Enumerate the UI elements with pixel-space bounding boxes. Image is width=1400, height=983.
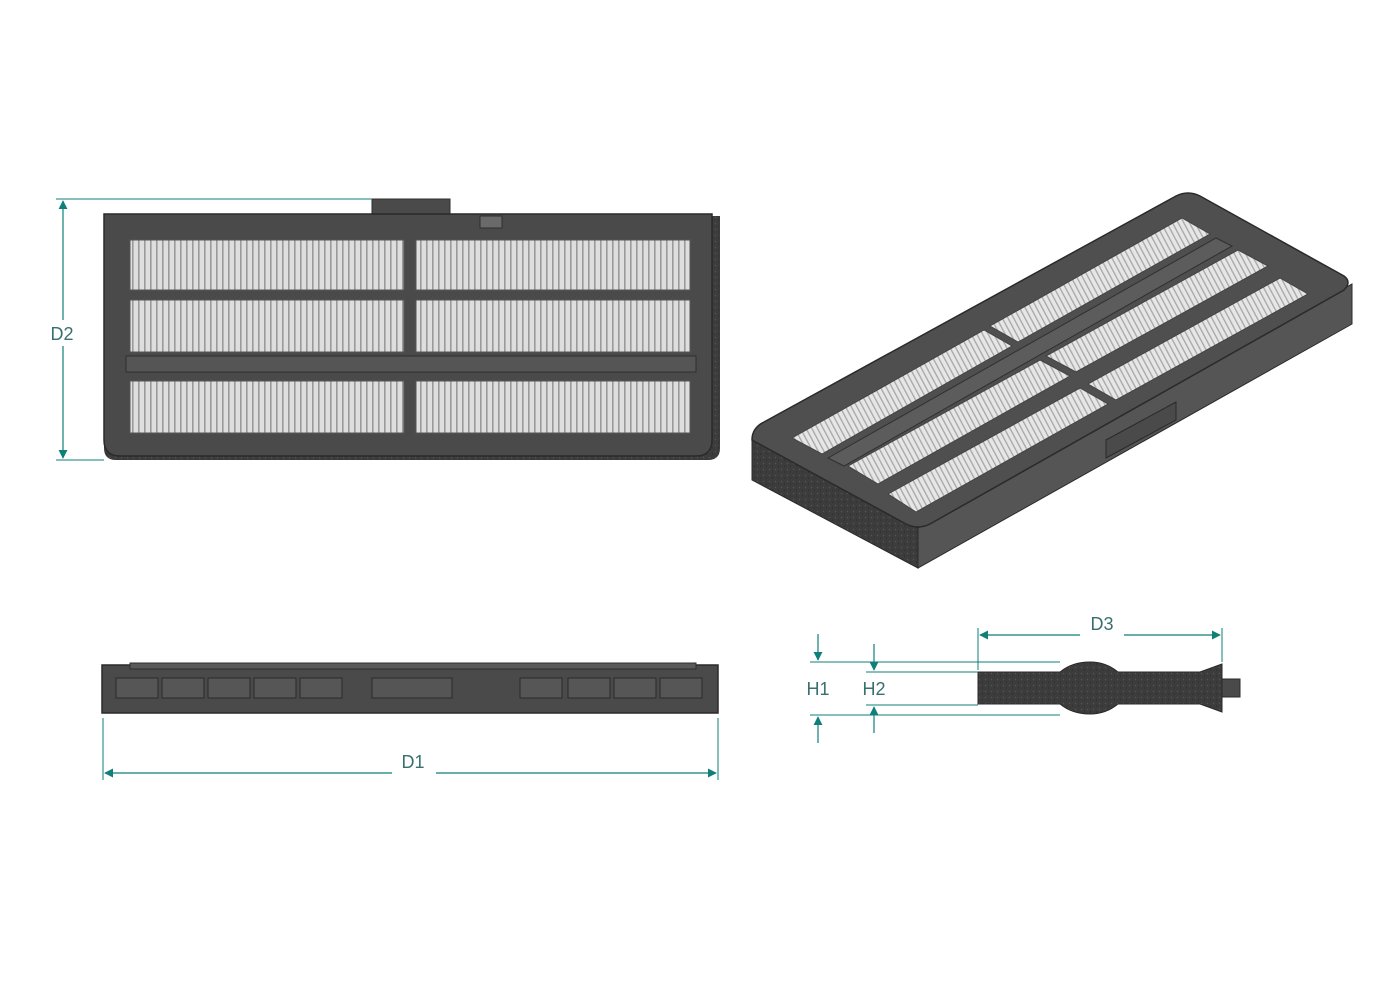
iso-media-panel-5: [887, 387, 1110, 513]
side-view-slot: [207, 677, 251, 699]
side-view: [101, 662, 719, 714]
top-view-media-panel-3: [129, 299, 405, 353]
iso-media-panel-3: [846, 359, 1072, 485]
side-view-slot: [253, 677, 297, 699]
dimension-d3: D3: [977, 612, 1223, 670]
top-view-media-panel-4: [415, 299, 691, 353]
top-view-crossbar: [125, 355, 697, 373]
iso-pull-tab: [1105, 401, 1177, 459]
iso-media-panel-4: [1044, 249, 1270, 373]
section-carbon-body: [977, 661, 1223, 715]
side-view-slot: [519, 677, 563, 699]
top-view-media-panel-6: [415, 380, 691, 434]
dimension-h2: H2: [862, 644, 978, 733]
iso-crossbar: [826, 237, 1234, 467]
h1-label: H1: [806, 679, 829, 699]
top-view-clip: [479, 215, 503, 229]
side-view-slot: [567, 677, 611, 699]
side-view-top-rail: [129, 662, 697, 670]
side-view-slot: [613, 677, 657, 699]
cross-section-view: [977, 661, 1241, 715]
iso-media-panel-1: [790, 329, 1014, 455]
dimension-d1: D1: [102, 718, 719, 780]
isometric-view: [751, 192, 1353, 569]
side-view-slot: [161, 677, 205, 699]
dimension-h1: H1: [806, 634, 1060, 743]
side-view-slot: [115, 677, 159, 699]
section-tab: [1221, 678, 1241, 698]
top-view-media-panel-1: [129, 239, 405, 291]
side-view-slot: [299, 677, 343, 699]
top-view-media-panel-2: [415, 239, 691, 291]
iso-media-panel-6: [1086, 277, 1310, 401]
d3-label: D3: [1090, 614, 1113, 634]
d1-label: D1: [401, 752, 424, 772]
side-view-slot: [659, 677, 703, 699]
top-view: [103, 198, 720, 460]
side-view-slots: [115, 677, 703, 699]
iso-media-panel-2: [988, 217, 1212, 343]
side-view-center-slot: [371, 677, 453, 699]
dimension-d2: D2: [44, 198, 372, 461]
d2-label: D2: [50, 324, 73, 344]
top-view-media-panel-5: [129, 380, 405, 434]
h2-label: H2: [862, 679, 885, 699]
